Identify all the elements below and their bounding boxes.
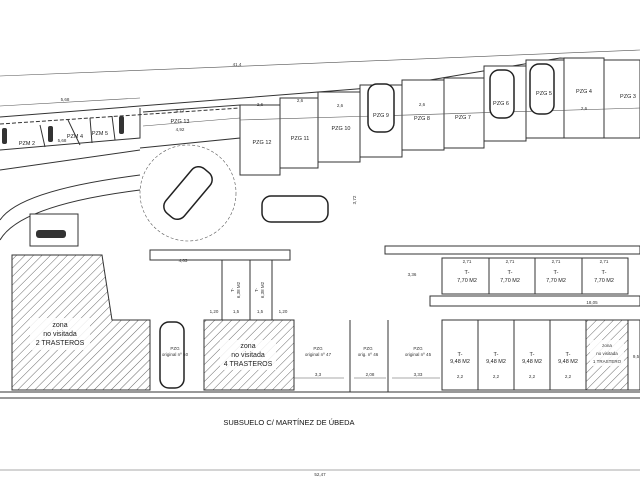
dim-space-width: 2,6: [297, 98, 304, 103]
original-space-label: original nº 50: [162, 352, 189, 357]
dim-storage: 2,71: [552, 259, 561, 264]
parking-space-label: PZG 12: [253, 140, 272, 146]
parking-space-label: PZG 8: [414, 116, 430, 122]
parking-space-label: PZG 4: [576, 89, 592, 95]
storage-label: 7,70 M2: [500, 278, 520, 284]
storage-label: T-: [494, 352, 499, 358]
curved-wall: [0, 189, 141, 241]
dim-pzg13-bottom: 4,92: [176, 127, 185, 132]
motorcycle-icon: [36, 230, 66, 238]
dim-space-width: 2,6: [257, 102, 264, 107]
zone-label: zona: [52, 322, 67, 329]
dim-space-width: 2,6: [337, 103, 344, 108]
dim-corridor-left: 4,63: [179, 258, 188, 263]
dim-space: 3,3: [315, 372, 322, 377]
storage-label: T-: [465, 270, 470, 276]
moto-space-label: PZM 5: [92, 131, 108, 137]
dim-corridor-long: 18,05: [586, 300, 598, 305]
storage-label: 9,48 M2: [486, 359, 506, 365]
moto-area: [0, 108, 141, 171]
storage-label: T-: [508, 270, 513, 276]
storage-label: T-: [254, 287, 259, 292]
original-space-label: PZG: [170, 346, 180, 351]
zone-label: 2 TRASTEROS: [36, 340, 85, 347]
dim-space-width: 2,6: [581, 106, 588, 111]
dim-bottom-total: 52,47: [314, 472, 326, 477]
parking-space-label: PZG 7: [455, 115, 471, 121]
turning-circle: [139, 144, 237, 242]
zone-label: 4 TRASTEROS: [224, 361, 273, 368]
storage-label: T-: [230, 287, 235, 292]
zone-label: zona: [240, 343, 255, 350]
storage-label: 6,38 M2: [236, 281, 241, 298]
dim-space: 2,08: [366, 372, 375, 377]
storage-label: 9,48 M2: [450, 359, 470, 365]
storage-label: T-: [554, 270, 559, 276]
dim-door: 1,5: [233, 309, 240, 314]
dim-space-width: 2,6: [419, 102, 426, 107]
dim-storage: 2,2: [493, 374, 500, 379]
storage-upper: [429, 257, 640, 307]
parking-space-label: PZG 11: [291, 136, 310, 142]
storage-label: T-: [602, 270, 607, 276]
dim-door: 1,5: [257, 309, 264, 314]
storage-label: 9,48 M2: [558, 359, 578, 365]
dim-storage: 2,2: [457, 374, 464, 379]
storage-label: 7,70 M2: [457, 278, 477, 284]
zone-label: no visitada: [231, 352, 265, 359]
wall: [384, 245, 640, 255]
dim-storage: 2,2: [565, 374, 572, 379]
car-icon: [159, 63, 555, 389]
dim-space: 3,33: [414, 372, 423, 377]
original-spaces: [294, 320, 440, 392]
parking-space-label: PZG 13: [171, 119, 190, 125]
storage-label: T-: [566, 352, 571, 358]
dim-ramp: 3,72: [352, 195, 357, 204]
plan-title: SUBSUELO C/ MARTÍNEZ DE ÚBEDA: [223, 418, 354, 427]
original-space-label: PZG: [413, 346, 423, 351]
original-space-label: PZG: [313, 346, 323, 351]
dim-storage: 2,71: [600, 259, 609, 264]
storage-label: 6,38 M2: [260, 281, 265, 298]
pzg13-area: [139, 57, 640, 176]
dim-top-total: 41,4: [233, 62, 242, 67]
dim-storage: 2,71: [463, 259, 472, 264]
dim-door: 1,20: [279, 309, 288, 314]
parking-space-label: PZG 3: [620, 94, 636, 100]
original-space-label: original nº 45: [405, 352, 432, 357]
zone-label: zona: [602, 343, 612, 348]
storage-label: 9,48 M2: [522, 359, 542, 365]
wall: [149, 249, 291, 261]
zone-label: no visitada: [43, 331, 77, 338]
storage-label: 7,70 M2: [546, 278, 566, 284]
moto-space-label: PZM 2: [19, 141, 35, 147]
parking-space-label: PZG 6: [493, 101, 509, 107]
parking-space-label: PZG 10: [332, 126, 351, 132]
dim-pzg13-top: 4,72: [176, 108, 185, 113]
storage-label: 7,70 M2: [594, 278, 614, 284]
dim-corridor-right: 3,36: [408, 272, 417, 277]
dim-door: 1,20: [210, 309, 219, 314]
storage-label: T-: [458, 352, 463, 358]
dim-storage: 2,71: [506, 259, 515, 264]
dim-storage: 2,2: [529, 374, 536, 379]
dim-moto-top: 5,68: [61, 97, 70, 102]
dim-moto-bottom: 5,68: [58, 138, 67, 143]
zone-label: no visitada: [596, 351, 618, 356]
parking-space-label: PZG 5: [536, 91, 552, 97]
motorcycle-icon: [2, 116, 124, 144]
storage-label: T-: [530, 352, 535, 358]
curved-wall: [0, 174, 141, 221]
original-space-label: original nº 47: [305, 352, 332, 357]
zone-label: 1 TRASTERO: [593, 359, 622, 364]
original-space-label: orig. nº 46: [358, 352, 379, 357]
moto-space-label: PZM 4: [67, 134, 83, 140]
original-space-label: PZG: [363, 346, 373, 351]
parking-space-label: PZG 9: [373, 113, 389, 119]
storage-label: 9,5: [633, 354, 640, 359]
